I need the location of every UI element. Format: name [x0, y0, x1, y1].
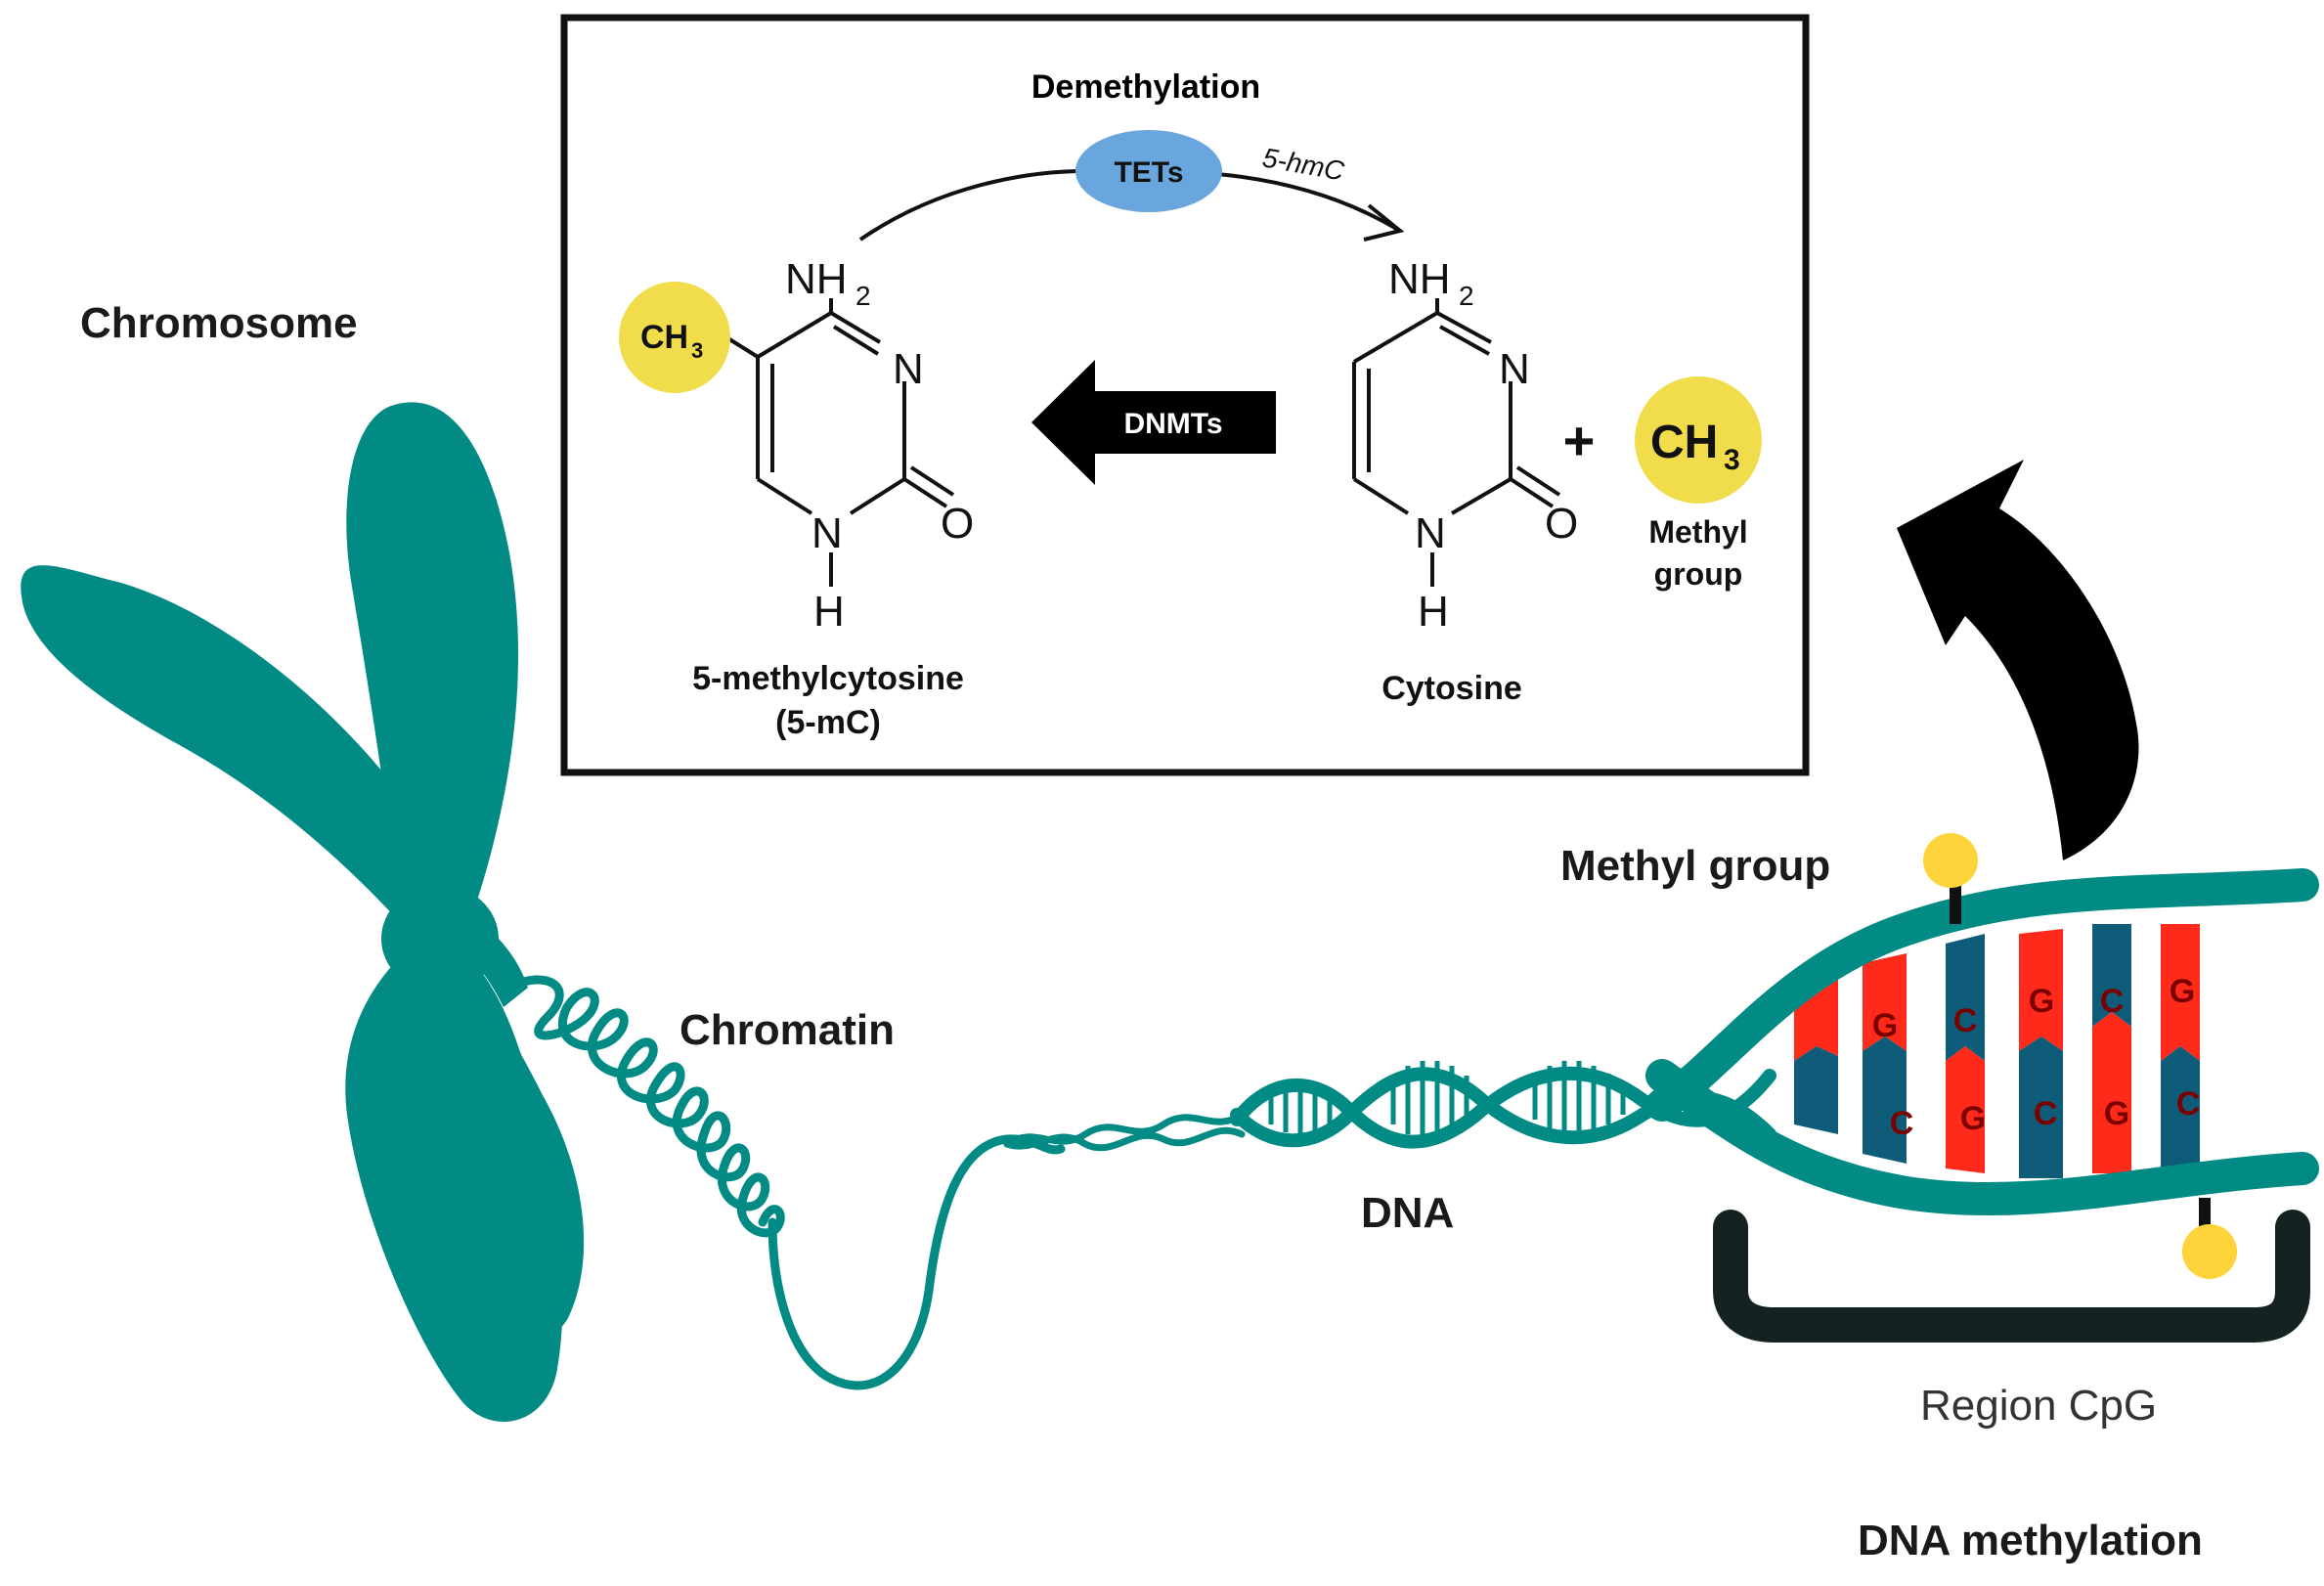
svg-text:(5-mC): (5-mC) [775, 704, 881, 741]
label-region-cpg: Region CpG [1920, 1382, 2157, 1430]
svg-text:H: H [813, 588, 845, 636]
label-demethylation: Demethylation [1031, 68, 1260, 106]
base-bottom-3: G [2104, 1095, 2129, 1132]
ch3-right-text: CH 3 [1650, 417, 1740, 476]
plus-sign: + [1563, 410, 1596, 471]
label-5mc: 5-methylcytosine (5-mC) [692, 660, 964, 741]
svg-text:H: H [1418, 588, 1449, 636]
svg-text:Methyl: Methyl [1648, 514, 1747, 550]
svg-text:NH: NH [785, 255, 848, 303]
molecule-5-methylcytosine [717, 298, 955, 587]
right-atoms: NH 2 N N H O [1388, 255, 1578, 636]
backbone-bottom [1645, 1059, 2319, 1216]
base-bottom-0: C [1890, 1105, 1914, 1142]
label-methyl-group: Methyl group [1560, 842, 1830, 890]
svg-text:NH: NH [1388, 255, 1451, 303]
svg-text:CH: CH [640, 319, 688, 356]
svg-text:O: O [1545, 500, 1578, 548]
label-tets: TETs [1114, 156, 1183, 189]
label-cytosine: Cytosine [1381, 670, 1522, 707]
curved-up-arrow [1897, 460, 2139, 860]
ch3-right-circle [1635, 376, 1762, 504]
dnmts-arrow [1031, 360, 1276, 485]
svg-text:3: 3 [1724, 444, 1740, 476]
demethylation-arc [858, 169, 1086, 242]
svg-text:CH: CH [1650, 417, 1718, 468]
chromosome-arm-upper-left [21, 565, 443, 934]
svg-text:5-methylcytosine: 5-methylcytosine [692, 660, 964, 697]
svg-text:2: 2 [1459, 281, 1474, 311]
dna-twist-small-b [1003, 1126, 1246, 1152]
base-pairs [1794, 924, 2200, 1178]
base-top-2: G [2029, 983, 2054, 1020]
svg-text:O: O [941, 500, 974, 548]
backbone-top [1645, 868, 2319, 1122]
svg-text:3: 3 [691, 338, 703, 363]
base-top-3: C [2100, 983, 2125, 1020]
base-letters: G C G C G C G C G C [1872, 973, 2201, 1142]
svg-text:N: N [1499, 345, 1530, 393]
helix-strand-a [1230, 1066, 1776, 1149]
base-bottom-2: C [2034, 1095, 2058, 1132]
svg-text:2: 2 [855, 281, 871, 311]
base-top-0: G [1872, 1007, 1898, 1044]
chromatin-coil [504, 975, 785, 1238]
chromosome-centromere [381, 885, 499, 992]
demethylation-arc-right [1216, 172, 1400, 232]
label-chromatin: Chromatin [680, 1006, 895, 1054]
label-dna-methylation: DNA methylation [1858, 1517, 2203, 1564]
chromosome-arm-upper-right [346, 402, 519, 929]
inset-panel: Demethylation TETs 5-hmC DNMTs [560, 14, 1810, 776]
base-bottom-4: C [2176, 1085, 2201, 1123]
label-chromosome: Chromosome [80, 299, 358, 347]
dna-methyl-bottom [2182, 1198, 2237, 1279]
svg-text:N: N [1415, 509, 1446, 557]
outer-labels: Chromosome Chromatin DNA Methyl group DN… [80, 299, 2203, 1564]
svg-text:group: group [1654, 556, 1743, 592]
base-bottom-1: G [1960, 1100, 1986, 1137]
dna-tail-fiber [767, 1134, 1066, 1390]
molecule-cytosine [1352, 298, 1561, 587]
chromosome-arm-lower-right [435, 934, 585, 1337]
dna-tail [767, 1111, 1246, 1390]
svg-text:N: N [893, 345, 924, 393]
left-atoms: NH 2 N N H O [785, 255, 974, 636]
label-methyl-group-inset: Methyl group [1648, 514, 1747, 592]
cpg-open-dna: G C G C G C G C G C [1645, 833, 2319, 1279]
base-top-1: C [1953, 1002, 1978, 1039]
chromosome-figure [21, 402, 585, 1422]
region-cpg-bracket [1713, 1210, 2310, 1343]
chromatin-fiber [504, 975, 785, 1238]
tets-ellipse [1075, 130, 1222, 212]
base-top-4: G [2170, 973, 2195, 1010]
dna-methyl-top [1923, 833, 1978, 924]
arc-arrowhead [1363, 203, 1405, 242]
label-dnmts: DNMTs [1123, 408, 1222, 440]
ch3-left-text: CH 3 [640, 319, 703, 363]
label-dna: DNA [1361, 1189, 1454, 1237]
ch3-left-circle [619, 282, 730, 393]
svg-text:N: N [811, 509, 843, 557]
